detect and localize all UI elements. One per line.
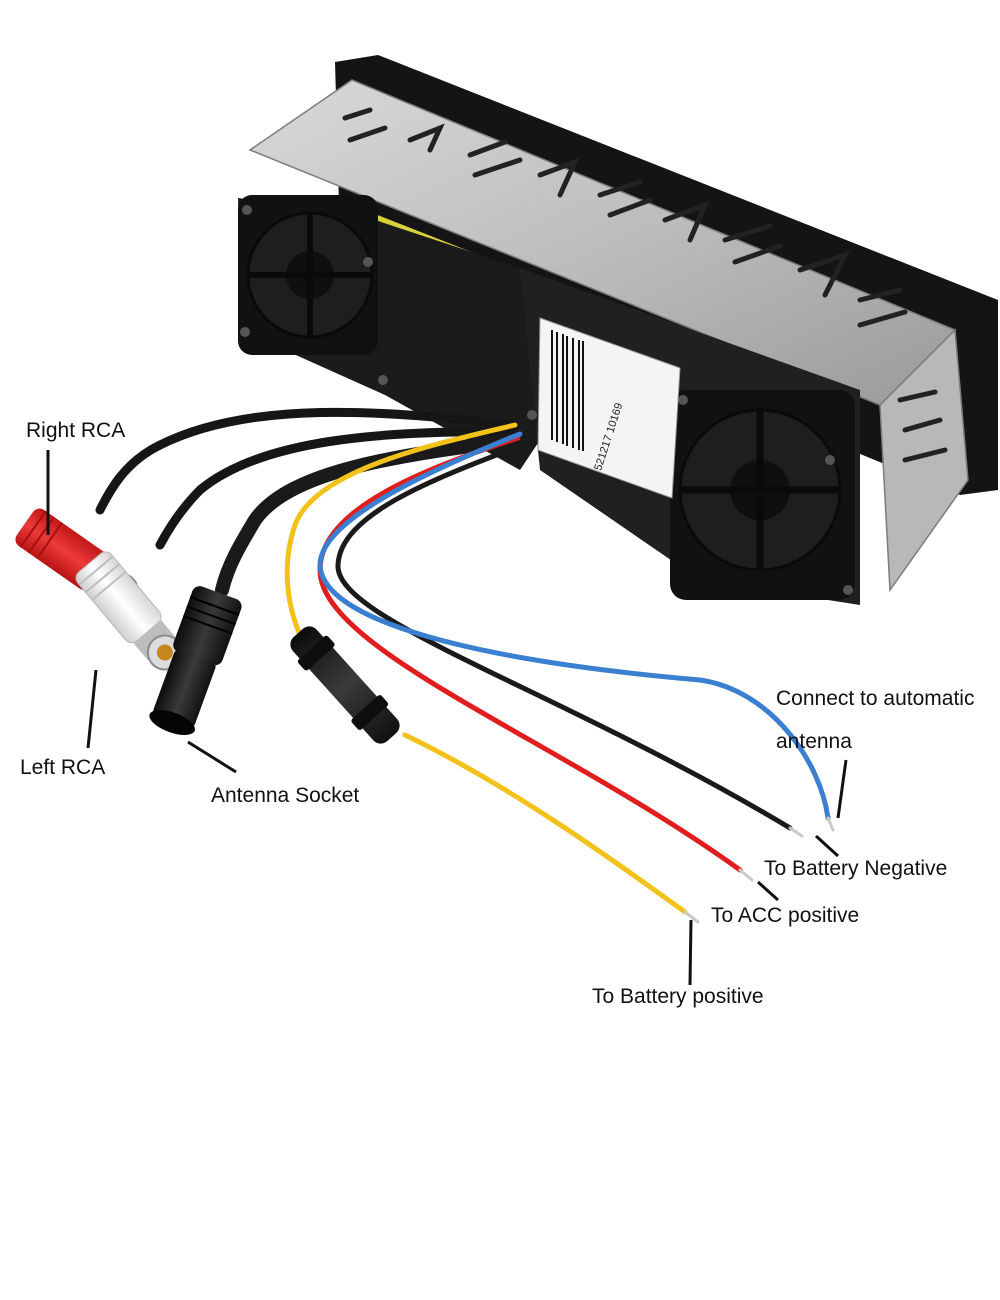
cage-slots — [342, 107, 948, 463]
head-unit: 2 521217 10169 — [238, 55, 998, 605]
left-rca-cable — [155, 427, 520, 550]
label-battery-negative: To Battery Negative — [764, 857, 948, 880]
left-fan — [238, 195, 378, 355]
leader-auto-antenna — [836, 759, 848, 819]
screws — [240, 205, 853, 595]
cables — [95, 407, 835, 924]
leader-left-rca — [86, 669, 98, 749]
label-battery-positive: To Battery positive — [592, 985, 764, 1008]
right-fan — [670, 390, 855, 600]
battery-positive-wire — [284, 422, 688, 915]
label-left-rca: Left RCA — [20, 756, 106, 779]
barcode-sticker: 2 521217 10169 — [537, 317, 681, 499]
label-auto-antenna-line2: antenna — [776, 730, 852, 753]
leader-lines — [46, 450, 848, 986]
label-antenna-socket: Antenna Socket — [211, 784, 360, 807]
auto-antenna-wire — [317, 431, 831, 821]
leader-battery-negative — [814, 834, 840, 858]
antenna-socket — [149, 586, 242, 735]
leader-antenna-socket — [187, 740, 237, 774]
battery-negative-wire — [335, 443, 793, 831]
fuse-holder — [290, 626, 400, 744]
acc-positive-wire — [317, 435, 743, 873]
label-auto-antenna-line1: Connect to automatic — [776, 687, 975, 710]
leader-battery-positive — [688, 919, 693, 986]
antenna-cable — [215, 433, 522, 597]
label-acc-positive: To ACC positive — [711, 904, 860, 927]
leader-acc-positive — [756, 880, 780, 902]
metal-cage-side — [879, 328, 969, 593]
right-rca-cable — [95, 407, 520, 515]
label-right-rca: Right RCA — [26, 419, 126, 442]
